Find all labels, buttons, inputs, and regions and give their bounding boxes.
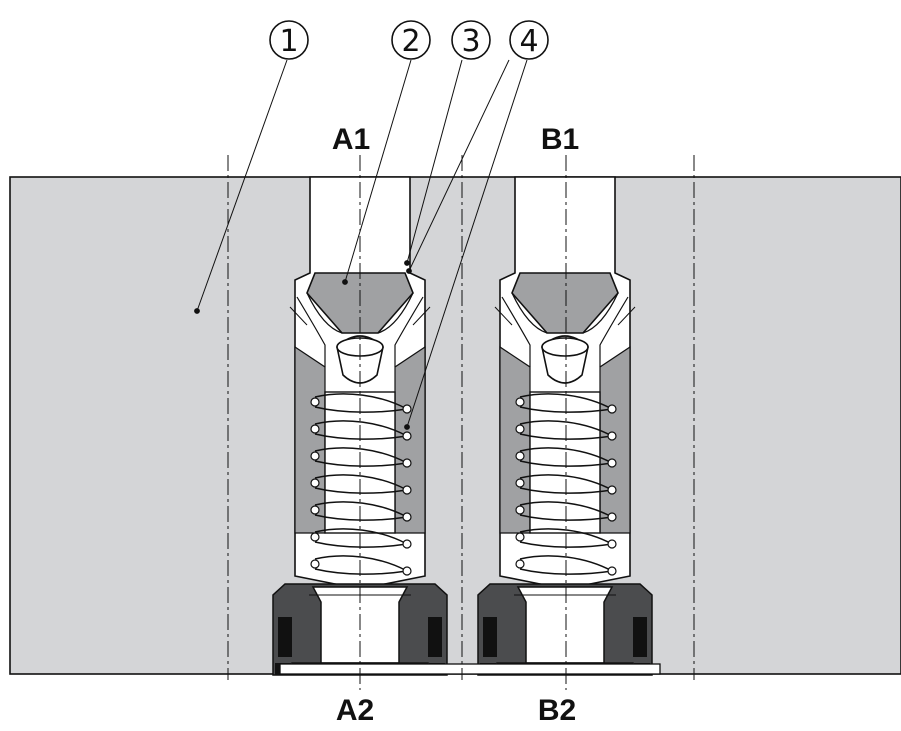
callout-label-3: 3 — [461, 24, 480, 59]
port-label-b1: B1 — [541, 123, 579, 156]
centerlines — [227, 155, 695, 690]
port-label-a1: A1 — [332, 123, 370, 156]
callout-label-2: 2 — [401, 24, 420, 59]
callout-circle-3 — [451, 20, 491, 60]
bottom-plate — [279, 663, 661, 675]
leader-lines — [194, 59, 528, 430]
callout-label-1: 1 — [279, 24, 298, 59]
callout-circle-1 — [269, 20, 309, 60]
port-label-a2: A2 — [336, 694, 374, 726]
callout-label-4: 4 — [519, 24, 538, 59]
callout-circle-2 — [391, 20, 431, 60]
valve-housing-body — [9, 176, 901, 675]
callout-circles — [269, 20, 549, 60]
callout-circle-4 — [509, 20, 549, 60]
port-label-b2: B2 — [538, 694, 576, 726]
